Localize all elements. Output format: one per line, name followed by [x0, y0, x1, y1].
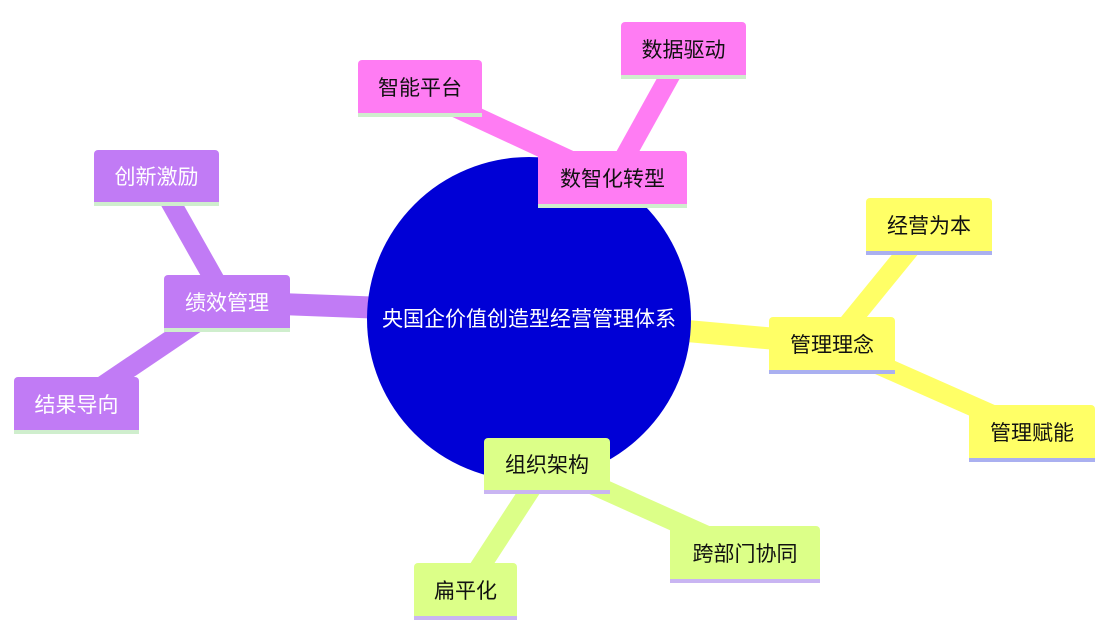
node-label: 数智化转型: [560, 166, 665, 191]
node-label: 经营为本: [887, 213, 971, 238]
node-label: 创新激励: [114, 165, 199, 189]
node-label: 绩效管理: [185, 290, 269, 315]
node-label: 管理理念: [790, 332, 874, 357]
root-label: 央国企价值创造型经营管理体系: [382, 307, 676, 331]
node-innovation-incentive: 创新激励: [94, 150, 219, 206]
node-smart-platform: 智能平台: [358, 60, 482, 117]
node-cross-department-collaboration: 跨部门协同: [670, 526, 820, 583]
node-label: 数据驱动: [641, 37, 726, 62]
node-management-empowerment: 管理赋能: [969, 405, 1095, 462]
node-flattening: 扁平化: [414, 563, 517, 620]
node-organizational-structure: 组织架构: [484, 438, 610, 494]
node-label: 智能平台: [378, 75, 462, 100]
node-management-philosophy: 管理理念: [769, 317, 895, 374]
node-digital-transformation: 数智化转型: [538, 151, 687, 208]
root-node: 央国企价值创造型经营管理体系: [367, 157, 691, 481]
node-label: 管理赋能: [990, 420, 1074, 445]
node-business-oriented: 经营为本: [866, 198, 992, 255]
node-label: 组织架构: [505, 453, 589, 477]
node-data-driven: 数据驱动: [621, 22, 746, 79]
node-label: 结果导向: [34, 392, 119, 417]
node-result-oriented: 结果导向: [14, 377, 139, 434]
node-label: 跨部门协同: [692, 541, 798, 566]
node-performance-management: 绩效管理: [164, 275, 290, 332]
node-label: 扁平化: [434, 578, 497, 603]
